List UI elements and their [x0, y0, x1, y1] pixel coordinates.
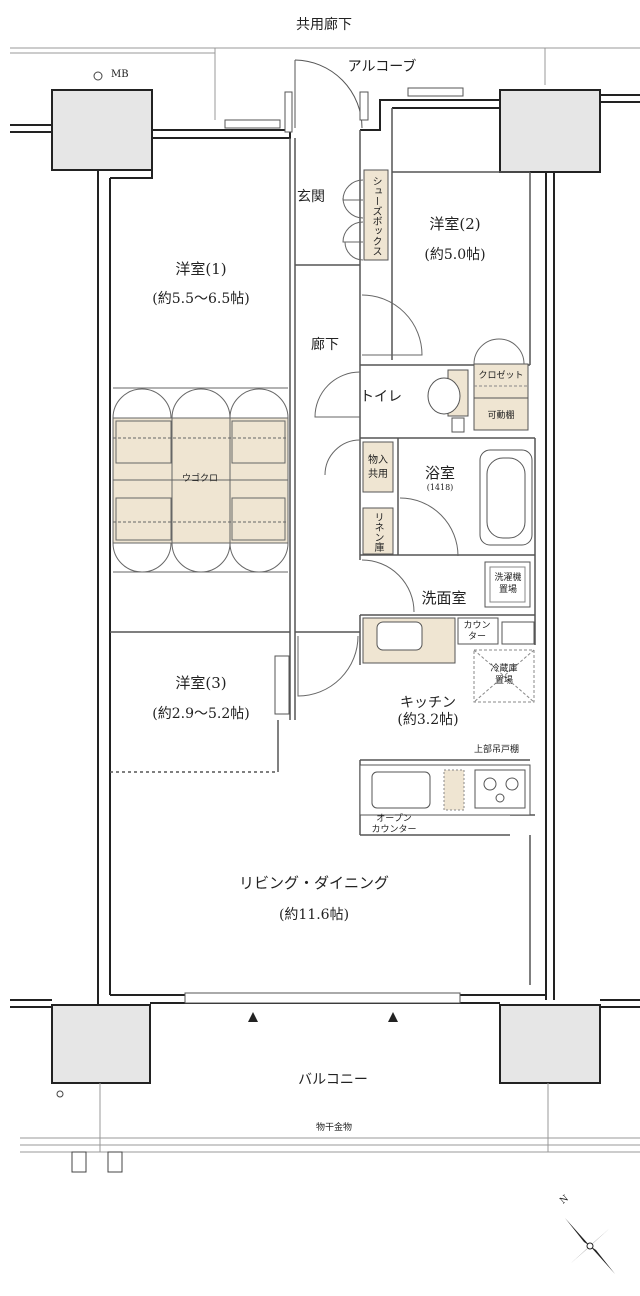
open-counter-label: オープン	[376, 814, 412, 824]
toilet-label: トイレ	[360, 389, 402, 405]
wardrobe-label: ウゴクロ	[181, 474, 219, 484]
shoebox-cabinet	[363, 169, 389, 261]
linen-label: リネン庫	[372, 512, 383, 552]
column-bottom-right	[499, 1004, 601, 1084]
alcove-label: アルコーブ	[347, 59, 417, 75]
western3-size: (約2.9～5.2帖)	[152, 706, 250, 722]
western2-size: (約5.0帖)	[424, 247, 486, 263]
drying-label: 物干金物	[315, 1123, 353, 1133]
counter-label: カウン	[463, 621, 491, 631]
corridor-label: 共用廊下	[296, 17, 352, 33]
western1-size: (約5.5～6.5帖)	[152, 291, 250, 307]
counter-label-2: ター	[467, 632, 487, 642]
western3-label: 洋室(3)	[175, 674, 227, 692]
hallway-label: 廊下	[311, 337, 339, 353]
washer-label-2: 置場	[498, 585, 518, 595]
storage-shared-label: 共用	[368, 469, 388, 480]
western2-label: 洋室(2)	[429, 215, 481, 233]
closet-label: クロゼット	[478, 371, 524, 381]
washroom-label: 洗面室	[421, 589, 467, 607]
shoebox-label: シューズボックス	[370, 176, 381, 256]
living-label: リビング・ダイニング	[238, 874, 390, 892]
storage-label: 物入	[368, 455, 388, 466]
closet-unit	[473, 363, 529, 431]
column-top-left	[51, 89, 153, 171]
wardrobe-units	[112, 387, 289, 573]
fridge-label-2: 置場	[494, 676, 514, 686]
column-bottom-left	[51, 1004, 151, 1084]
entrance-label: 玄関	[297, 189, 325, 205]
fridge-label: 冷蔵庫	[490, 664, 518, 674]
kitchen-size: (約3.2帖)	[397, 712, 459, 728]
compass-icon	[565, 1218, 615, 1274]
washer-label: 洗濯機	[494, 573, 522, 583]
mb-label: MB	[111, 69, 129, 80]
upper-cabinet-label: 上部吊戸棚	[474, 745, 520, 755]
western1-label: 洋室(1)	[175, 260, 227, 278]
living-size: (約11.6帖)	[278, 907, 350, 923]
bath-size: (1418)	[426, 483, 454, 492]
balcony-label: バルコニー	[298, 1072, 368, 1088]
movable-shelf-label: 可動棚	[487, 411, 515, 421]
kitchen-label: キッチン	[400, 695, 456, 711]
outer-walls	[10, 94, 640, 1008]
interior-walls	[110, 108, 536, 985]
open-counter-label-2: カウンター	[371, 825, 417, 835]
column-top-right	[499, 89, 601, 173]
bath-label: 浴室	[424, 464, 456, 482]
